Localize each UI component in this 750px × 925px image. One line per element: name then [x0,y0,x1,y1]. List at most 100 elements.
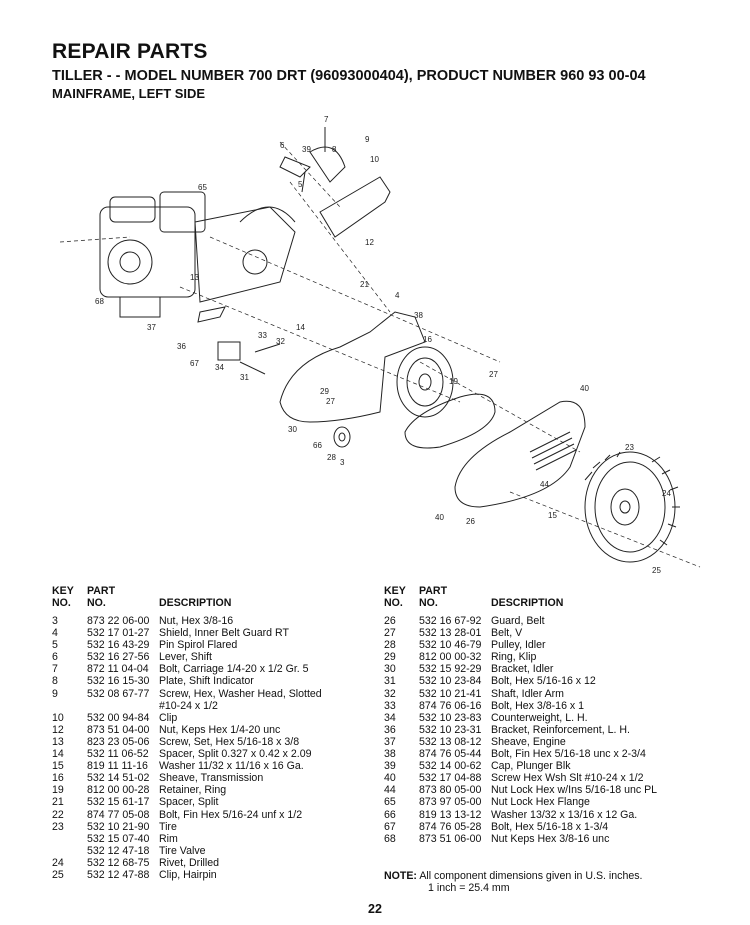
counterweight-drawing [217,341,241,361]
row-key: 39 [384,760,396,773]
row-key: 7 [52,663,58,676]
row-description: Guard, Belt [491,615,545,627]
svg-text:19: 19 [449,377,458,386]
row-key: 24 [52,856,64,869]
row-description: Clip [159,711,178,724]
row-description: Ring, Klip [491,651,537,664]
row-part-number: 532 14 51-02 [87,772,150,785]
svg-text:3: 3 [340,458,345,467]
row-part-number: 874 76 05-28 [419,820,482,833]
row-key: 10 [52,711,64,724]
svg-text:44: 44 [540,480,549,489]
row-part-number: 532 10 21-90 [87,820,150,833]
note-line-1: All component dimensions given in U.S. i… [419,870,643,882]
svg-text:32: 32 [276,337,285,346]
table-row: 5 532 16 43-29 Pin Spirol Flared [52,639,372,651]
row-key: 5 [52,639,58,652]
row-description: Pin Spirol Flared [159,639,238,652]
row-description: #10-24 x 1/2 [159,699,218,712]
transmission-sheave-drawing [396,346,454,418]
header-key: KEY [384,585,406,597]
row-description: Counterweight, L. H. [491,711,588,724]
row-key: 23 [52,820,64,833]
row-key: 3 [52,615,58,627]
engine-drawing [99,191,296,318]
row-description: Bracket, Idler [491,663,554,676]
row-key: 9 [52,687,58,700]
row-key: 36 [384,723,396,736]
row-key: 68 [384,832,396,845]
section-title: MAINFRAME, LEFT SIDE [52,86,206,101]
row-part-number: 874 77 05-08 [87,808,150,821]
row-part-number: 532 16 15-30 [87,675,150,688]
row-part-number: 873 22 06-00 [87,615,150,627]
row-part-number: 532 10 23-84 [419,675,482,688]
svg-text:28: 28 [327,453,336,462]
svg-text:9: 9 [365,135,370,144]
row-key: 25 [52,868,64,881]
row-description: Bolt, Hex 5/16-16 x 12 [491,675,596,688]
svg-text:29: 29 [320,387,329,396]
svg-text:12: 12 [365,238,374,247]
svg-text:68: 68 [95,297,104,306]
header-part-no: NO. [87,597,106,610]
svg-text:24: 24 [662,489,671,498]
row-description: Tire [159,820,177,833]
row-part-number: 532 15 92-29 [419,663,482,676]
row-part-number: 874 76 06-16 [419,699,482,712]
table-header-right: KEY PART NO. NO. DESCRIPTION [384,585,714,611]
row-description: Nut, Hex 3/8-16 [159,615,234,627]
svg-text:25: 25 [652,566,661,575]
callout-labels: 7 6 39 8 9 10 5 65 12 21 4 38 16 14 33 3… [95,115,671,575]
svg-text:65: 65 [198,183,207,192]
table-header-left: KEY PART NO. NO. DESCRIPTION [52,585,372,611]
note-line-2: 1 inch = 25.4 mm [428,882,510,894]
row-part-number: 532 16 27-56 [87,651,150,664]
row-description: Washer 11/32 x 11/16 x 16 Ga. [159,760,304,773]
row-description: Spacer, Split [159,796,219,809]
row-part-number: 532 11 06-52 [87,748,149,761]
svg-text:27: 27 [489,370,498,379]
svg-text:5: 5 [298,180,303,189]
table-row: #10-24 x 1/2 [52,700,372,712]
row-key [52,700,87,712]
svg-text:21: 21 [360,280,369,289]
row-part-number: 532 16 67-92 [419,615,482,627]
parts-list-left: KEY PART NO. NO. DESCRIPTION 3 873 22 06-… [52,585,372,881]
row-part-number: 532 16 43-29 [87,639,150,652]
row-key [52,833,87,845]
header-part: PART [419,585,448,597]
row-description: Nut, Keps Hex 1/4-20 unc [159,723,281,736]
dimension-note: NOTE: All component dimensions given in … [384,870,643,894]
header-key-no: NO. [52,597,71,610]
belt-guard-drawing [454,400,586,508]
row-key: 67 [384,820,396,833]
v-belt-drawing [404,393,496,449]
svg-text:6: 6 [280,141,285,150]
table-row: 23 532 10 21-90 Tire [52,821,372,833]
svg-text:26: 26 [466,517,475,526]
row-description: Retainer, Ring [159,784,227,797]
row-part-number: 532 13 08-12 [419,735,482,748]
row-part-number [87,700,159,712]
row-part-number: 873 51 06-00 [419,832,482,845]
